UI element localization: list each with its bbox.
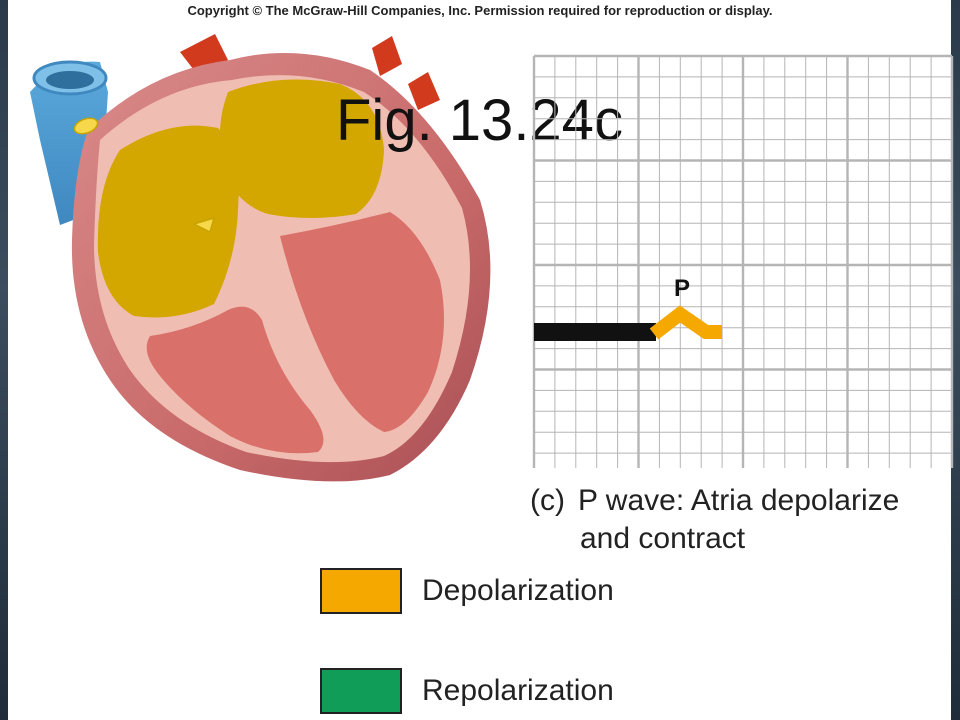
av-node <box>191 216 216 234</box>
depolarization-label: Depolarization <box>422 574 614 607</box>
depolarization-swatch <box>320 568 402 614</box>
caption-label: (c) <box>530 484 565 517</box>
ecg-trace-panel: P <box>532 54 954 468</box>
slide-right-edge <box>951 0 960 720</box>
heart-illustration <box>30 34 491 482</box>
right-atrium <box>97 125 239 318</box>
repolarization-label: Repolarization <box>422 674 614 707</box>
right-ventricle <box>146 306 324 454</box>
slide-left-edge <box>0 0 8 720</box>
figure-caption: (c) P wave: Atria depolarize and contract <box>530 482 899 558</box>
p-wave <box>649 305 722 340</box>
caption-line-1: P wave: Atria depolarize <box>578 484 900 517</box>
caption-line-2: and contract <box>580 522 746 555</box>
left-atrium <box>219 79 384 218</box>
p-wave-label: P <box>674 275 690 302</box>
ecg-grid <box>532 54 954 468</box>
copyright-notice: Copyright © The McGraw-Hill Companies, I… <box>187 3 773 18</box>
sa-node <box>73 117 99 135</box>
left-ventricle <box>280 212 444 432</box>
repolarization-swatch <box>320 668 402 714</box>
septum <box>240 214 376 452</box>
